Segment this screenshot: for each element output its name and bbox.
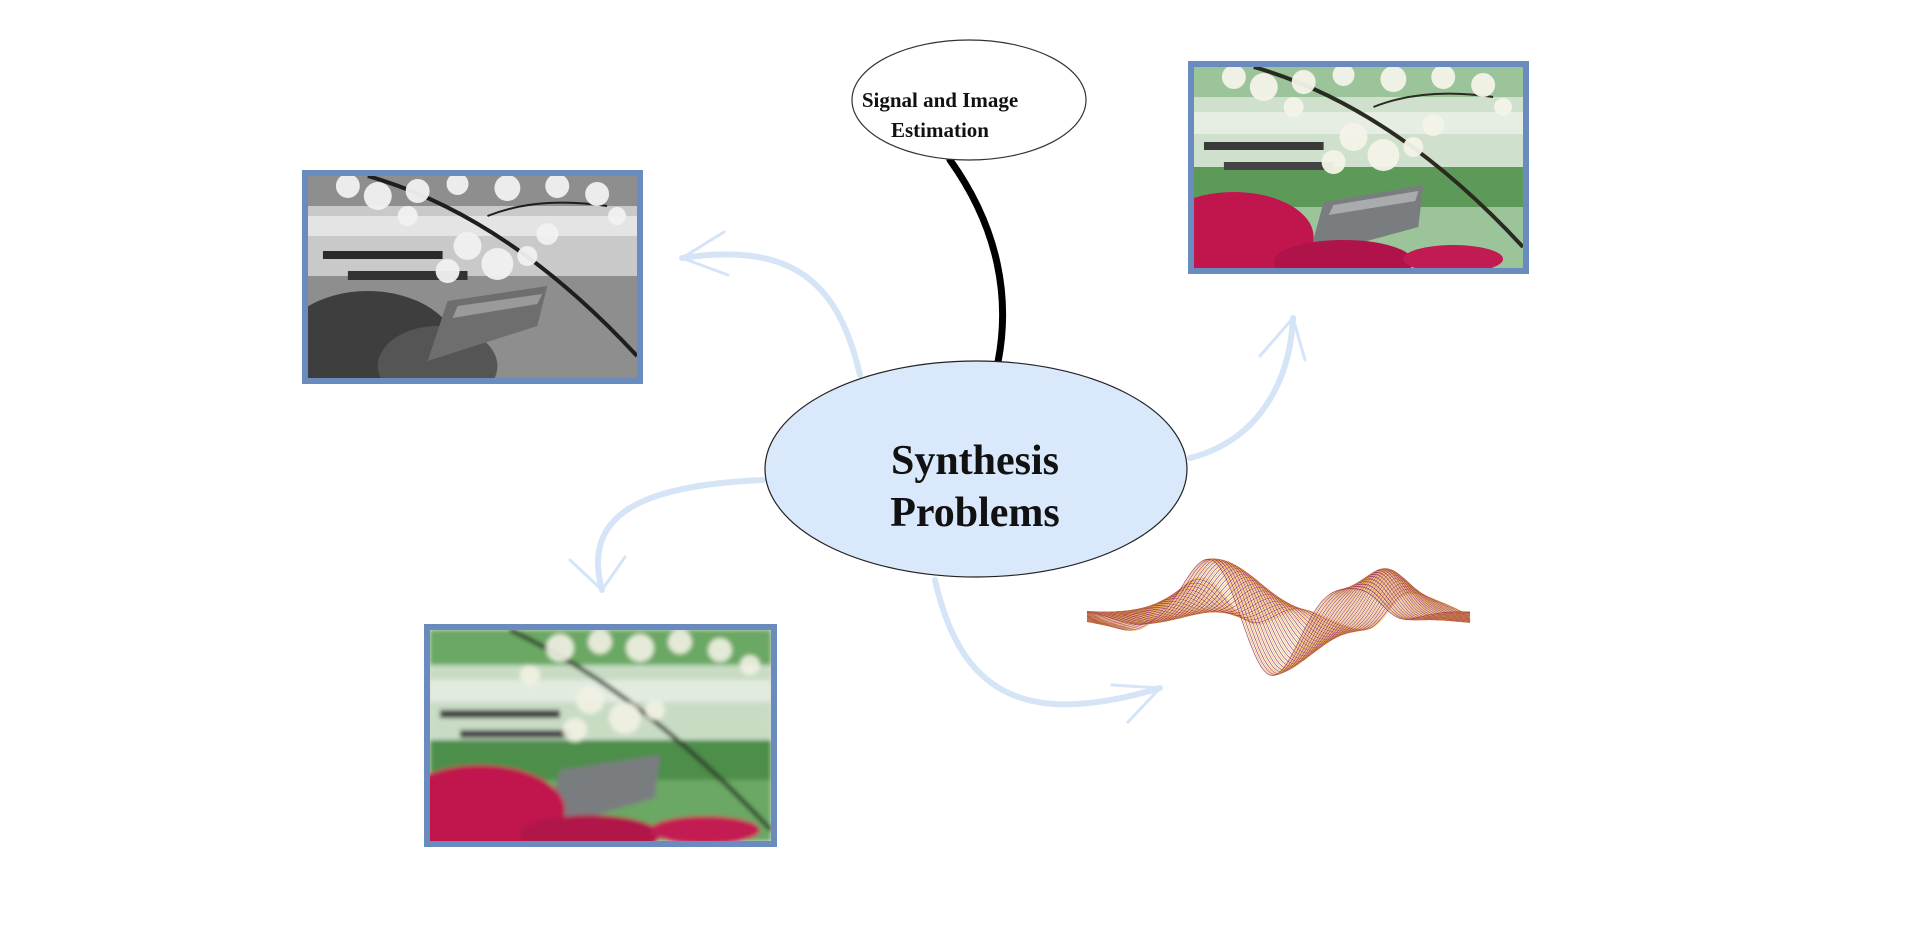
arrow-to-blur-photo [568, 477, 766, 593]
waveform-strand [1086, 562, 1471, 666]
waveform-strand [1086, 569, 1471, 648]
top-node-label: Signal and Image Estimation [850, 72, 1030, 158]
arrow-to-bw-photo [679, 230, 863, 378]
blurred-photo [424, 624, 777, 847]
waveform-strand [1086, 558, 1471, 676]
waveform-strand [1086, 564, 1471, 663]
waveform-strand [1086, 568, 1471, 653]
waveform-strand [1086, 561, 1471, 668]
top-node-line2: Estimation [890, 118, 989, 142]
waveform-strand [1086, 568, 1471, 654]
arrow-to-color-photo [1187, 315, 1307, 461]
waveform-strand [1086, 567, 1471, 659]
waveform-strand [1086, 563, 1471, 665]
center-node-line1: Synthesis [890, 438, 1060, 484]
top-node-line1: Signal and Image [861, 88, 1019, 112]
top-node-ellipse [851, 39, 1087, 161]
color-photo [1188, 61, 1529, 274]
waveform-graphic [1086, 558, 1471, 676]
grayscale-photo [302, 170, 643, 384]
center-node-line2: Problems [890, 490, 1060, 536]
waveform-strand [1086, 561, 1471, 667]
center-node-label: Synthesis Problems [765, 412, 1185, 562]
waveform-strand [1086, 568, 1471, 650]
waveform-strand [1086, 568, 1471, 658]
center-node-ellipse [764, 360, 1188, 578]
waveform-strand [1086, 565, 1471, 662]
waveform-strand [1086, 568, 1471, 655]
arrow-to-waveform [932, 577, 1163, 724]
waveform-strand [1086, 568, 1471, 657]
waveform-strand [1086, 566, 1471, 661]
waveform-strand [1087, 568, 1471, 651]
waveform-strand [1086, 560, 1471, 669]
connector-line [946, 156, 1007, 366]
